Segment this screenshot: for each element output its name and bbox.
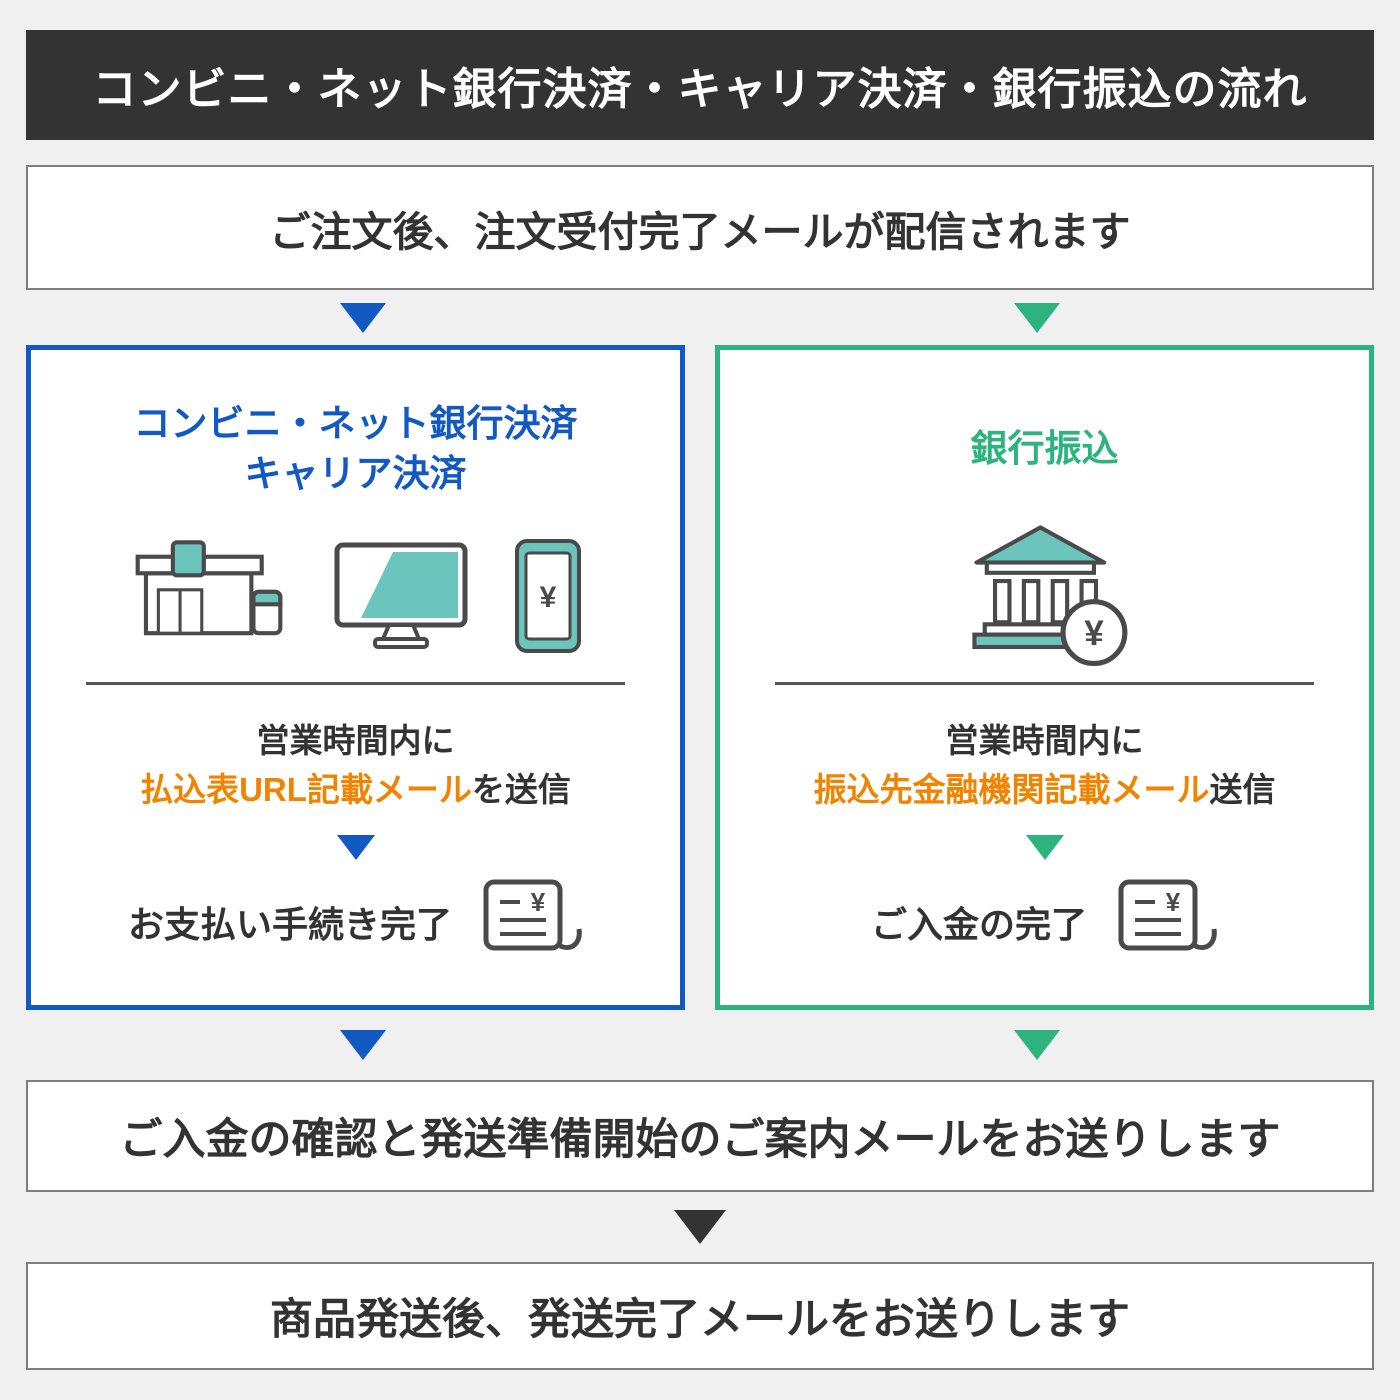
down-arrow-green-icon bbox=[1014, 302, 1060, 333]
panel-bank-title-text: 銀行振込 bbox=[970, 428, 1119, 470]
panel-konbini-title-line2: キャリア決済 bbox=[244, 453, 467, 494]
down-arrow-blue-icon bbox=[340, 302, 386, 333]
arrow-row-bottom bbox=[26, 1010, 1374, 1080]
bank-mini-arrow-wrap bbox=[1025, 835, 1064, 860]
yen-symbol: ¥ bbox=[1166, 887, 1181, 917]
convenience-store-icon bbox=[129, 534, 289, 658]
arrow-cell-right bbox=[700, 1010, 1374, 1080]
arrow-cell-right bbox=[700, 290, 1374, 345]
arrow-row-top bbox=[26, 290, 1374, 345]
konbini-icon-row: ¥ bbox=[129, 510, 583, 682]
bank-notice: 営業時間内に 振込先金融機関記載メール送信 bbox=[814, 711, 1276, 819]
bank-notice-highlight: 振込先金融機関記載メール bbox=[813, 771, 1210, 808]
arrow-row-final bbox=[26, 1192, 1374, 1262]
step-confirm-mail-text: ご入金の確認と発送準備開始のご案内メールをお送りします bbox=[119, 1116, 1281, 1164]
step-order-mail-box: ご注文後、注文受付完了メールが配信されます bbox=[26, 165, 1374, 290]
payment-receipt-icon: ¥ bbox=[1113, 874, 1218, 969]
page-title-text: コンビニ・ネット銀行決済・キャリア決済・銀行振込の流れ bbox=[92, 65, 1308, 114]
bank-notice-suffix: 送信 bbox=[1209, 771, 1276, 808]
bank-building-icon: ¥ bbox=[960, 521, 1130, 671]
down-arrow-blue-icon bbox=[336, 835, 375, 860]
page-title: コンビニ・ネット銀行決済・キャリア決済・銀行振込の流れ bbox=[26, 30, 1374, 140]
konbini-done-text: お支払い手続き完了 bbox=[127, 903, 452, 945]
konbini-notice-line1: 営業時間内に bbox=[256, 721, 455, 759]
arrow-cell-left bbox=[26, 290, 700, 345]
panel-bank-title: 銀行振込 bbox=[971, 388, 1119, 510]
payment-panels: コンビニ・ネット銀行決済 キャリア決済 bbox=[26, 345, 1374, 1010]
arrow-cell-left bbox=[26, 1010, 700, 1080]
konbini-notice-suffix: を送信 bbox=[471, 771, 571, 808]
yen-symbol: ¥ bbox=[539, 581, 556, 614]
konbini-done-row: お支払い手続き完了 ¥ bbox=[128, 874, 583, 969]
down-arrow-dark-icon bbox=[674, 1210, 726, 1244]
down-arrow-green-icon bbox=[1025, 835, 1064, 860]
step-order-mail-text: ご注文後、注文受付完了メールが配信されます bbox=[269, 208, 1131, 255]
yen-symbol: ¥ bbox=[531, 887, 546, 917]
down-arrow-green-icon bbox=[1014, 1030, 1060, 1060]
panel-divider bbox=[774, 682, 1315, 685]
yen-symbol: ¥ bbox=[1084, 614, 1104, 653]
bank-notice-line2: 振込先金融機関記載メール送信 bbox=[814, 765, 1276, 815]
panel-divider bbox=[85, 682, 626, 685]
step-ship-mail-text: 商品発送後、発送完了メールをお送りします bbox=[270, 1296, 1130, 1344]
konbini-notice-highlight: 払込表URL記載メール bbox=[140, 771, 472, 808]
konbini-notice: 営業時間内に 払込表URL記載メールを送信 bbox=[140, 711, 571, 819]
panel-konbini-title-line1: コンビニ・ネット銀行決済 bbox=[133, 403, 578, 445]
bank-done-row: ご入金の完了 ¥ bbox=[871, 874, 1218, 969]
step-confirm-mail-box: ご入金の確認と発送準備開始のご案内メールをお送りします bbox=[26, 1080, 1374, 1192]
down-arrow-blue-icon bbox=[340, 1030, 386, 1060]
konbini-notice-line2: 払込表URL記載メールを送信 bbox=[140, 765, 571, 815]
step-ship-mail-box: 商品発送後、発送完了メールをお送りします bbox=[26, 1262, 1374, 1370]
panel-konbini-carrier: コンビニ・ネット銀行決済 キャリア決済 bbox=[26, 345, 685, 1010]
panel-bank-transfer: 銀行振込 ¥ bbox=[715, 345, 1374, 1010]
bank-done-text: ご入金の完了 bbox=[870, 903, 1087, 945]
bank-icon-row: ¥ bbox=[960, 510, 1130, 682]
net-banking-monitor-icon bbox=[331, 539, 471, 654]
bank-notice-line1: 営業時間内に bbox=[945, 721, 1144, 759]
carrier-smartphone-icon: ¥ bbox=[513, 537, 583, 655]
payment-receipt-icon: ¥ bbox=[478, 874, 583, 969]
panel-konbini-title: コンビニ・ネット銀行決済 キャリア決済 bbox=[134, 388, 578, 510]
konbini-mini-arrow-wrap bbox=[336, 835, 375, 860]
